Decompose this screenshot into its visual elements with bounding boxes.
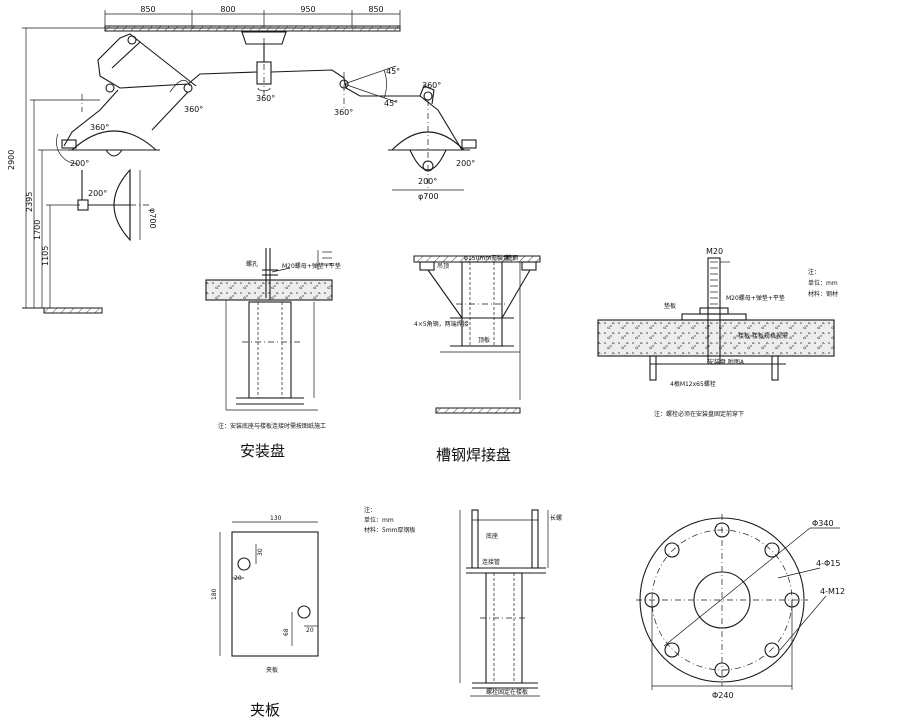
channel-label-angle: 4×5角钢，两端焊接 xyxy=(414,320,469,328)
mounting-plate-note-1: 螺孔 xyxy=(246,260,258,268)
diameter-label-left: φ700 xyxy=(148,208,157,229)
mounting-plate-drawing: 螺孔 M20螺母+弹垫+平垫 注：安装底座与楼板连接时需按图纸施工 安装盘 xyxy=(205,248,341,460)
ceiling-bolt-label: M20 xyxy=(706,247,723,256)
left-dim-4: 1105 xyxy=(41,246,50,266)
ceiling-label-slab: 楼板 楼板规格视需 xyxy=(738,332,788,340)
clamp-dim-hole1-x: 20 xyxy=(234,575,242,582)
clamp-dim-hole2-y: 68 xyxy=(283,628,290,636)
clamp-dim-height: 180 xyxy=(211,588,218,600)
rotation-label-left-2: 360° xyxy=(184,105,203,114)
clamp-note-2: 单位：mm xyxy=(364,516,394,524)
rotation-label-center: 360° xyxy=(256,94,275,103)
left-dim-2: 2395 xyxy=(25,192,34,212)
ceiling-footnote: 注：螺栓必须在安装盘固定前穿下 xyxy=(654,410,744,418)
flange-label-pcd: Φ240 xyxy=(712,691,734,700)
clamp-dim-hole2-x: 20 xyxy=(306,627,314,634)
weld-label-4: 螺栓固定在楼板 xyxy=(486,688,528,696)
clamp-note-1: 注： xyxy=(364,506,376,514)
ceiling-detail-drawing: M20 垫板 M20螺母+弹垫+平垫 楼板 楼板规格视需 安装盘 附图A 4根M… xyxy=(597,247,838,418)
channel-label-plate: φ150mm安装盘 xyxy=(464,254,509,262)
left-dim-3: 1700 xyxy=(33,220,42,240)
bolt-holes xyxy=(644,522,800,678)
top-dim-4: 850 xyxy=(368,5,383,14)
channel-plate-drawing: 吊顶 φ150mm安装盘 槽钢 4×5角钢，两端焊接 顶板 槽钢焊接盘 xyxy=(413,254,541,464)
clamp-plate-drawing: 130 180 30 20 68 20 注： 单位：mm 材料：5mm厚钢板 夹… xyxy=(211,506,416,719)
clamp-dim-width: 130 xyxy=(270,515,282,522)
angle-label-2: 45° xyxy=(384,99,398,108)
ceiling-label-plate: 安装盘 附图A xyxy=(708,358,745,366)
mounting-plate-note-2: M20螺母+弹垫+平垫 xyxy=(282,262,341,270)
mounting-plate-footnote: 注：安装底座与楼板连接时需按图纸施工 xyxy=(218,422,326,430)
top-dim-3: 950 xyxy=(300,5,315,14)
lamp-assembly-drawing: 850 800 950 850 360° 360° 360° 200° xyxy=(7,5,477,314)
weld-label-2: 底座 xyxy=(486,532,498,540)
ceiling-note-1: 注： xyxy=(808,268,820,276)
ceiling-label-bolts: 4根M12x65螺栓 xyxy=(670,380,716,388)
angle-label-1: 45° xyxy=(386,67,400,76)
rotation-label-right-2: 360° xyxy=(422,81,441,90)
clamp-sub-caption: 夹板 xyxy=(266,666,278,674)
clamp-dim-hole1-y: 30 xyxy=(257,548,264,556)
flange-label-threads: 4-M12 xyxy=(820,587,845,596)
weld-label-1: 长螺 xyxy=(550,514,562,522)
left-dim-1: 2900 xyxy=(7,150,16,170)
mounting-plate-caption: 安装盘 xyxy=(240,442,285,460)
diameter-label-right: φ700 xyxy=(418,192,439,201)
ceiling-note-3: 材料：钢材 xyxy=(808,290,838,298)
ceiling-label-pad: 垫板 xyxy=(664,302,676,310)
weld-assembly-drawing: 长螺 底座 连接管 螺栓固定在楼板 xyxy=(459,509,562,697)
flange-drawing: Φ340 4-Φ15 4-M12 Φ240 xyxy=(636,514,845,700)
tilt-label-left-1: 200° xyxy=(70,159,89,168)
tilt-label-left-2: 200° xyxy=(88,189,107,198)
tilt-label-right-1: 200° xyxy=(456,159,475,168)
channel-label-top: 顶板 xyxy=(478,336,490,344)
top-dim-2: 800 xyxy=(220,5,235,14)
channel-label-channel: 槽钢 xyxy=(506,254,518,262)
flange-label-outer: Φ340 xyxy=(812,519,834,528)
ceiling-label-nut: M20螺母+弹垫+平垫 xyxy=(726,294,785,302)
ceiling-note-2: 单位：mm xyxy=(808,279,838,287)
top-dim-1: 850 xyxy=(140,5,155,14)
tilt-label-right-2: 200° xyxy=(418,177,437,186)
rotation-label-left-1: 360° xyxy=(90,123,109,132)
channel-plate-caption: 槽钢焊接盘 xyxy=(436,446,511,464)
channel-label-ceiling: 吊顶 xyxy=(437,263,449,270)
flange-label-holes: 4-Φ15 xyxy=(816,559,840,568)
clamp-plate-caption: 夹板 xyxy=(250,701,280,719)
clamp-note-3: 材料：5mm厚钢板 xyxy=(364,526,416,534)
weld-label-3: 连接管 xyxy=(482,558,500,566)
rotation-label-right-1: 360° xyxy=(334,108,353,117)
